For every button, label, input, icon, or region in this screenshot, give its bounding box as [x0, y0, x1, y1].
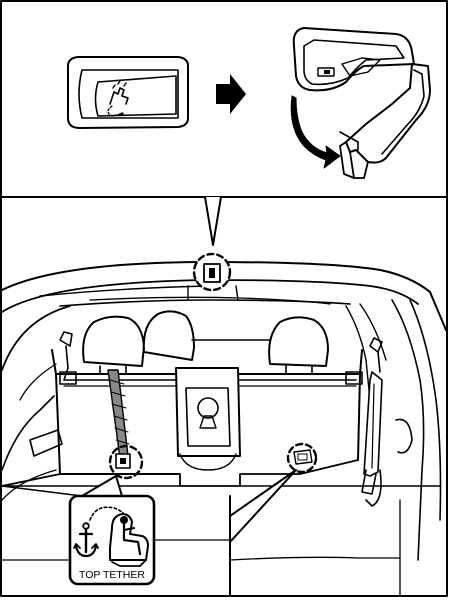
roof-anchor-detail — [204, 264, 220, 282]
bottom-panel: TOP TETHER — [1, 197, 447, 596]
top-panel — [1, 1, 447, 197]
headrest-right — [269, 317, 328, 366]
right-anchor-detail — [294, 450, 312, 464]
tether-label-icon: TOP TETHER — [70, 496, 154, 584]
tether-label-text: TOP TETHER — [79, 569, 145, 581]
headrest-center — [144, 311, 194, 360]
headrest-left — [83, 317, 144, 366]
